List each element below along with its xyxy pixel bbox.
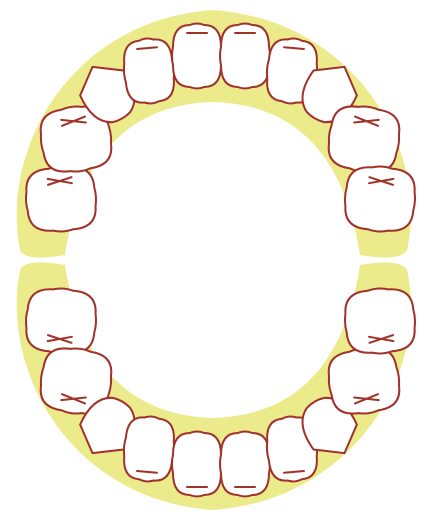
lower-left-second-molar [343, 286, 417, 356]
upper-left-second-molar-crown [343, 164, 417, 234]
lower-teeth [24, 286, 417, 496]
lower-right-lateral-incisor [121, 414, 176, 483]
upper-left-first-molar-crown [325, 102, 403, 176]
upper-right-lateral-incisor-crown [121, 36, 176, 105]
upper-teeth [24, 24, 417, 234]
upper-right-central-incisor [172, 24, 222, 89]
lower-left-second-molar-crown [343, 286, 417, 356]
lower-right-lateral-incisor-crown [121, 414, 176, 483]
lower-left-central-incisor [220, 432, 270, 497]
upper-right-lateral-incisor [121, 36, 176, 105]
upper-right-second-molar [24, 164, 98, 234]
lower-left-first-molar-crown [325, 344, 403, 418]
lower-right-central-incisor [172, 432, 222, 497]
upper-left-second-molar [343, 164, 417, 234]
upper-left-central-incisor [220, 24, 270, 89]
upper-right-second-molar-crown [24, 164, 98, 234]
lower-right-second-molar-crown [24, 286, 98, 356]
lower-left-first-molar [325, 344, 403, 418]
lower-right-second-molar [24, 286, 98, 356]
upper-left-first-molar [325, 102, 403, 176]
